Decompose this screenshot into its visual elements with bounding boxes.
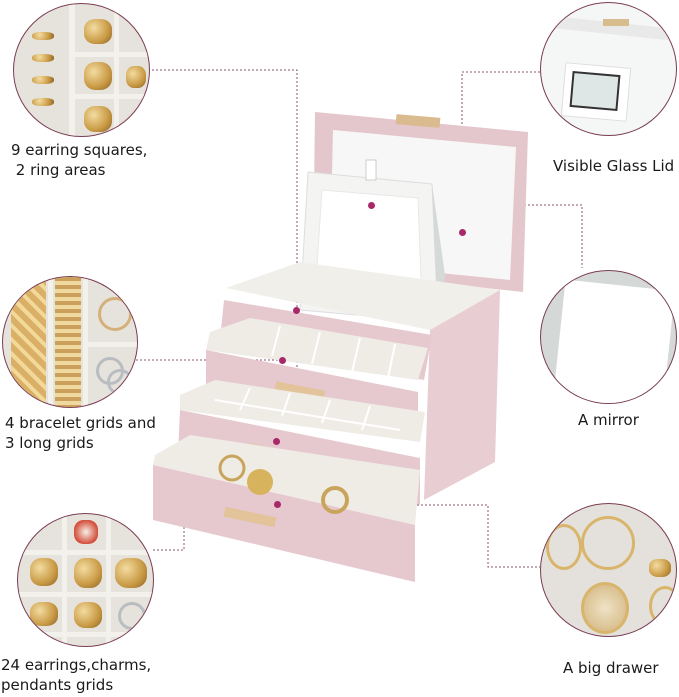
callout-dot-mirror [368, 202, 375, 209]
label-mirror: A mirror [578, 411, 639, 429]
callout-dot-lid [459, 229, 466, 236]
label-earring-squares: 9 earring squares, 2 ring areas [11, 141, 148, 179]
detail-circle-glass-lid [540, 2, 677, 136]
label-glass-lid: Visible Glass Lid [553, 157, 675, 175]
detail-circle-earring-squares [13, 3, 150, 137]
label-big-drawer: A big drawer [563, 659, 659, 677]
detail-circle-bracelet-grids [2, 276, 138, 408]
callout-dot-drawer2 [273, 438, 280, 445]
detail-circle-mirror [540, 270, 677, 404]
callout-dot-drawer3 [274, 501, 281, 508]
label-earring-charm-grids: 24 earrings,charms, pendants grids [1, 656, 152, 694]
callout-dot-drawer1 [279, 357, 286, 364]
detail-circle-earring-charm-grids [17, 513, 154, 647]
callout-dot-top-tray [293, 307, 300, 314]
detail-circle-big-drawer [540, 503, 677, 637]
label-bracelet-grids: 4 bracelet grids and 3 long grids [5, 414, 156, 452]
